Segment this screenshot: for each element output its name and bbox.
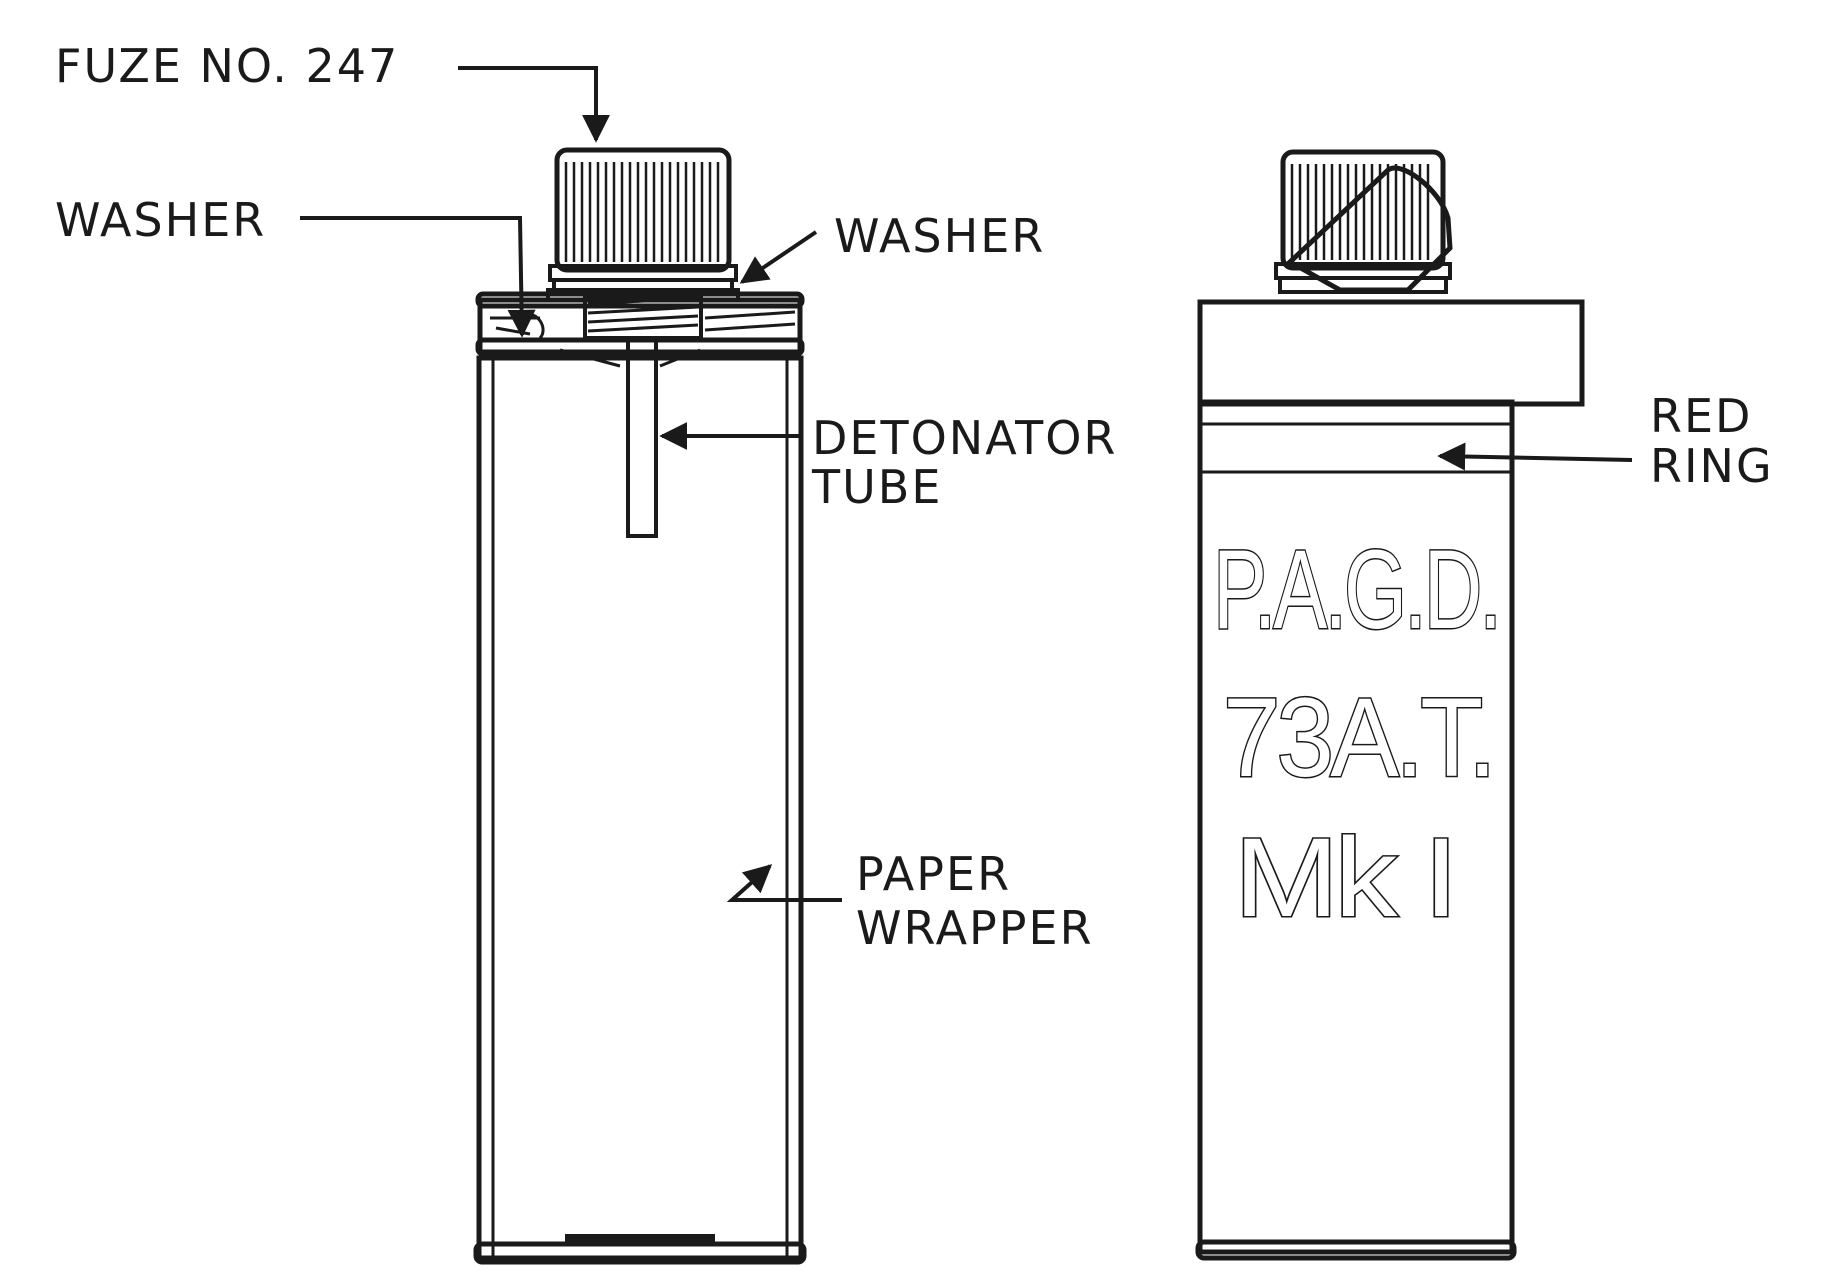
leader-paper	[726, 864, 842, 902]
marking-line-3: Mk I	[1234, 815, 1454, 940]
leader-washer-right	[739, 230, 818, 284]
safety-tape	[1285, 165, 1453, 293]
grenade-body-left	[473, 355, 807, 1265]
top-band	[1197, 299, 1585, 407]
label-paper-2: WRAPPER	[856, 901, 1094, 955]
detonator-tube	[626, 336, 658, 538]
fuze-knurling	[564, 162, 720, 262]
left-grenade	[473, 147, 807, 1265]
marking-line-1: P.A.G.D.	[1213, 527, 1499, 652]
fuze-cap	[548, 147, 738, 294]
fuze-cap-right	[1274, 149, 1453, 294]
label-detonator-2: TUBE	[811, 460, 942, 514]
right-grenade: P.A.G.D. 73A.T. Mk I	[1195, 149, 1585, 1261]
grenade-body-right	[1197, 399, 1515, 1255]
red-ring	[1198, 422, 1514, 474]
leader-washer-left	[300, 216, 536, 338]
label-red-ring-2: RING	[1650, 439, 1774, 493]
label-detonator-1: DETONATOR	[812, 411, 1117, 465]
label-washer-left: WASHER	[55, 193, 266, 247]
label-paper-1: PAPER	[856, 847, 1011, 901]
marking-line-2: 73A.T.	[1223, 675, 1493, 800]
label-red-ring-1: RED	[1650, 389, 1752, 443]
label-washer-right: WASHER	[834, 209, 1045, 263]
leader-fuze	[458, 66, 610, 143]
top-collar	[475, 291, 805, 368]
leader-red-ring	[1437, 442, 1633, 471]
fuze-knurling-right	[1290, 164, 1430, 260]
label-fuze: FUZE NO. 247	[55, 39, 399, 93]
